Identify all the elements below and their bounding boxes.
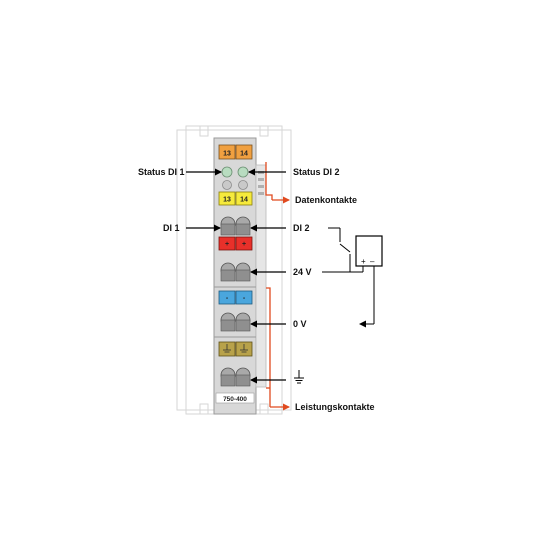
- yellow-tab-left-text: 13: [223, 197, 231, 204]
- yellow-tab-right: [235, 191, 253, 206]
- external-circuit: [322, 227, 383, 328]
- red-block-right-text: +: [242, 241, 246, 248]
- red-block-right: [235, 236, 253, 251]
- led-slot-2: [238, 180, 248, 190]
- yellow-tab-right-text: 14: [240, 197, 248, 204]
- source-plus: +: [361, 257, 366, 266]
- clamp-pair-24v: [220, 262, 251, 282]
- status-led-1: [221, 166, 233, 178]
- terminal-module: 13 14 13 14 + +: [213, 137, 267, 415]
- power-supply-box: [355, 235, 383, 267]
- top-tab-right-text: 14: [240, 151, 248, 158]
- label-0v: 0 V: [293, 319, 307, 329]
- clamp-pair-di: [220, 216, 251, 236]
- clamp-pair-ground: [220, 367, 251, 387]
- status-led-2: [237, 166, 249, 178]
- label-status-di2: Status DI 2: [293, 167, 340, 177]
- clamp-pair-0v: [220, 312, 251, 332]
- label-status-di1: Status DI 1: [138, 167, 185, 177]
- blue-block-left: [218, 290, 236, 305]
- blue-block-left-text: -: [226, 295, 229, 302]
- red-block-left: [218, 236, 236, 251]
- power-contacts: [266, 287, 290, 411]
- top-tab-left: [218, 144, 236, 160]
- label-power-contacts: Leistungskontakte: [295, 402, 375, 412]
- led-slot-1: [222, 180, 232, 190]
- ground-icon: [294, 370, 304, 384]
- source-minus: –: [370, 257, 375, 266]
- label-data-contacts: Datenkontakte: [295, 195, 358, 205]
- model-label: 750-400: [223, 396, 247, 403]
- ground-block-symbols: [223, 344, 248, 353]
- switch-blade: [339, 243, 351, 253]
- red-block-left-text: +: [225, 241, 229, 248]
- label-24v: 24 V: [293, 267, 312, 277]
- blue-block-right: [235, 290, 253, 305]
- top-tab-right: [235, 144, 253, 160]
- label-di1: DI 1: [163, 223, 180, 233]
- top-tab-left-text: 13: [223, 151, 231, 158]
- yellow-tab-left: [218, 191, 236, 206]
- blue-block-right-text: -: [243, 295, 246, 302]
- label-di2: DI 2: [293, 223, 310, 233]
- signal-arrows: [186, 168, 286, 384]
